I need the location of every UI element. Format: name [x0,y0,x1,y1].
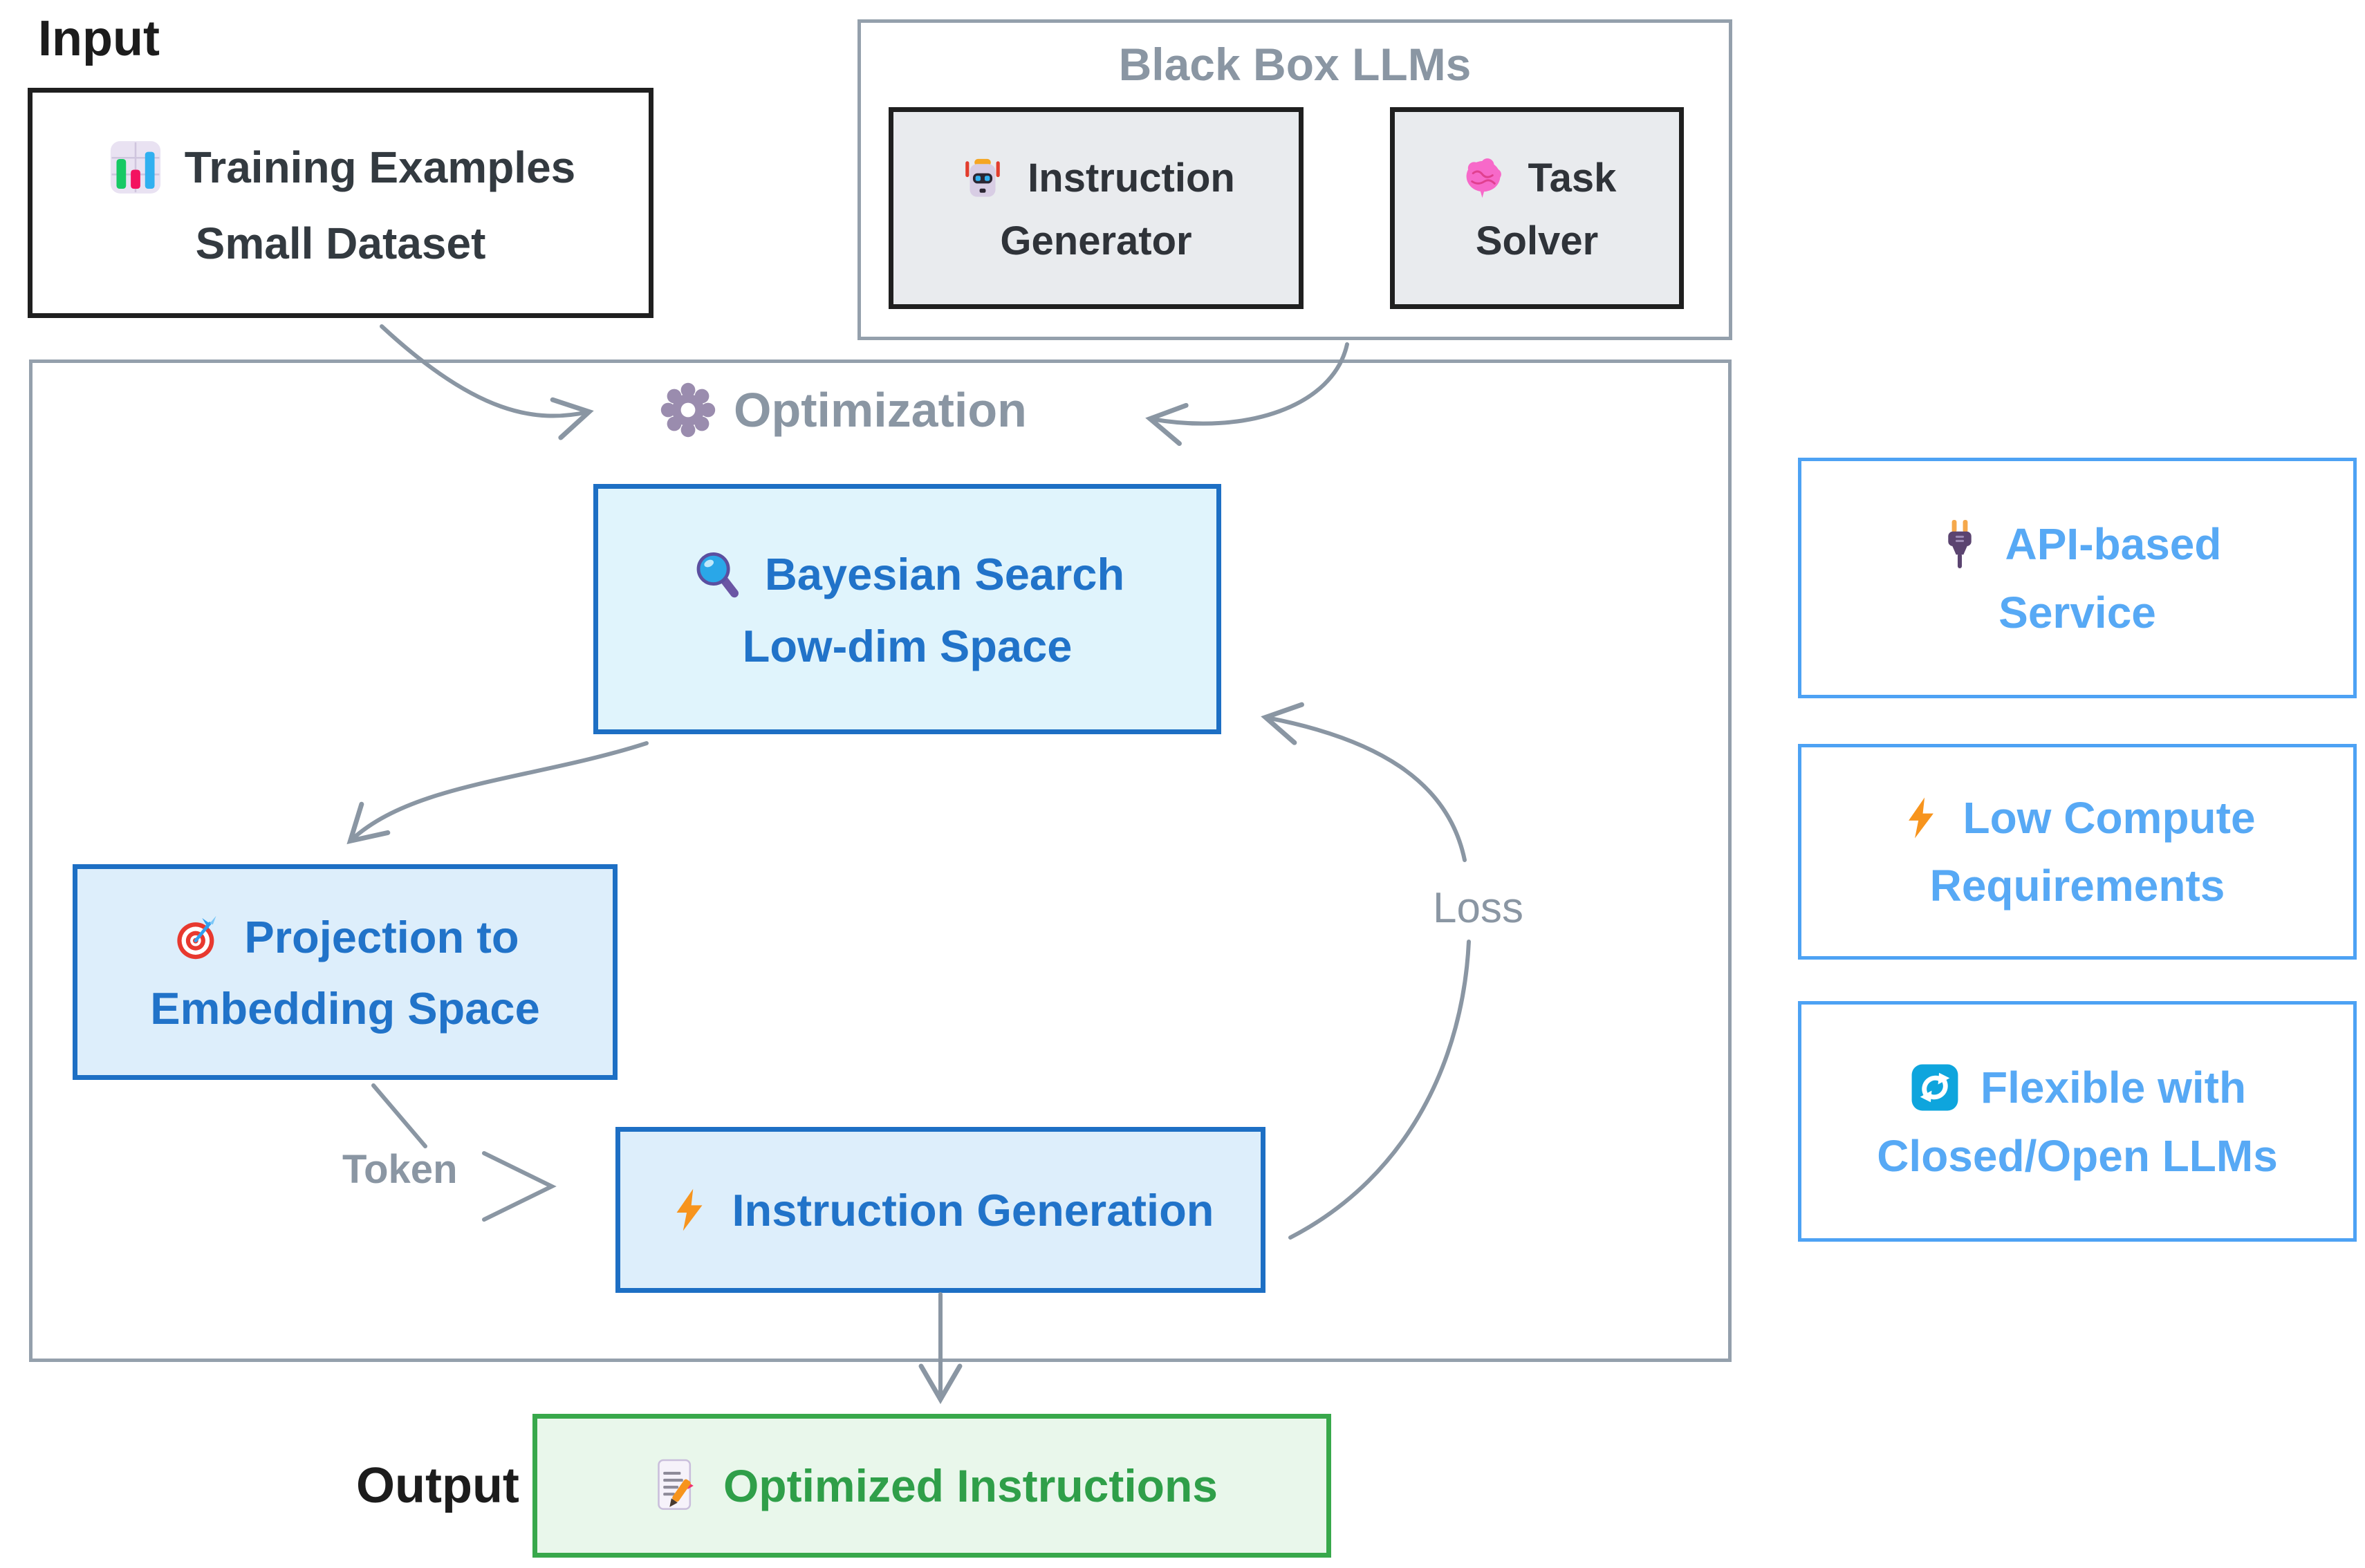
robot-icon [957,153,1008,204]
black-box-llms-title: Black Box LLMs [1118,39,1472,90]
task-solver-line1: Task [1528,156,1617,200]
task-solver-line2: Solver [1475,218,1599,263]
brain-icon [1458,153,1509,204]
bayesian-line1: Bayesian Search [764,549,1125,599]
feature-flexible-llms: Flexible with Closed/Open LLMs [1798,1001,2357,1242]
target-icon [171,911,225,964]
instruction-generator-line2: Generator [1000,218,1192,263]
feature-low-compute: Low Compute Requirements [1798,744,2357,960]
cycle-icon [1909,1061,1961,1114]
feature-flex-line1: Flexible with [1980,1063,2247,1112]
feature-api-based-service: API-based Service [1798,458,2357,698]
loss-label: Loss [1433,884,1523,932]
instruction-generator-line1: Instruction [1028,156,1235,200]
task-solver-box: Task Solver [1390,107,1684,309]
bayesian-search-box: Bayesian Search Low-dim Space [593,484,1221,734]
feature-low-line1: Low Compute [1963,793,2256,843]
feature-api-line2: Service [1998,588,2156,637]
output-label: Output [356,1458,519,1513]
training-line2: Small Dataset [195,218,486,268]
optimized-instructions-label: Optimized Instructions [723,1460,1218,1511]
feature-api-line1: API-based [2005,519,2222,569]
gear-icon [660,382,716,438]
feature-flex-line2: Closed/Open LLMs [1877,1131,2278,1181]
token-label: Token [342,1147,458,1192]
optimization-container [29,360,1732,1362]
instruction-generation-box: Instruction Generation [615,1127,1265,1293]
bar-chart-icon [106,138,165,197]
feature-low-line2: Requirements [1929,861,2225,911]
optimization-label-text: Optimization [734,383,1027,437]
training-line1: Training Examples [184,142,576,192]
projection-box: Projection to Embedding Space [73,864,618,1080]
instruction-generator-box: Instruction Generator [889,107,1304,309]
projection-line1: Projection to [244,912,519,962]
lightning-icon [667,1187,712,1233]
optimization-label: Optimization [660,377,1027,443]
training-examples-box: Training Examples Small Dataset [28,88,653,318]
memo-icon [646,1457,704,1515]
lightning-icon [1899,796,1943,840]
optimized-instructions-box: Optimized Instructions [532,1414,1331,1558]
instruction-generation-label: Instruction Generation [732,1184,1214,1235]
plug-icon [1933,518,1986,570]
input-label: Input [38,11,160,66]
magnifier-icon [690,547,745,602]
projection-line2: Embedding Space [150,982,540,1034]
bayesian-line2: Low-dim Space [742,620,1073,671]
